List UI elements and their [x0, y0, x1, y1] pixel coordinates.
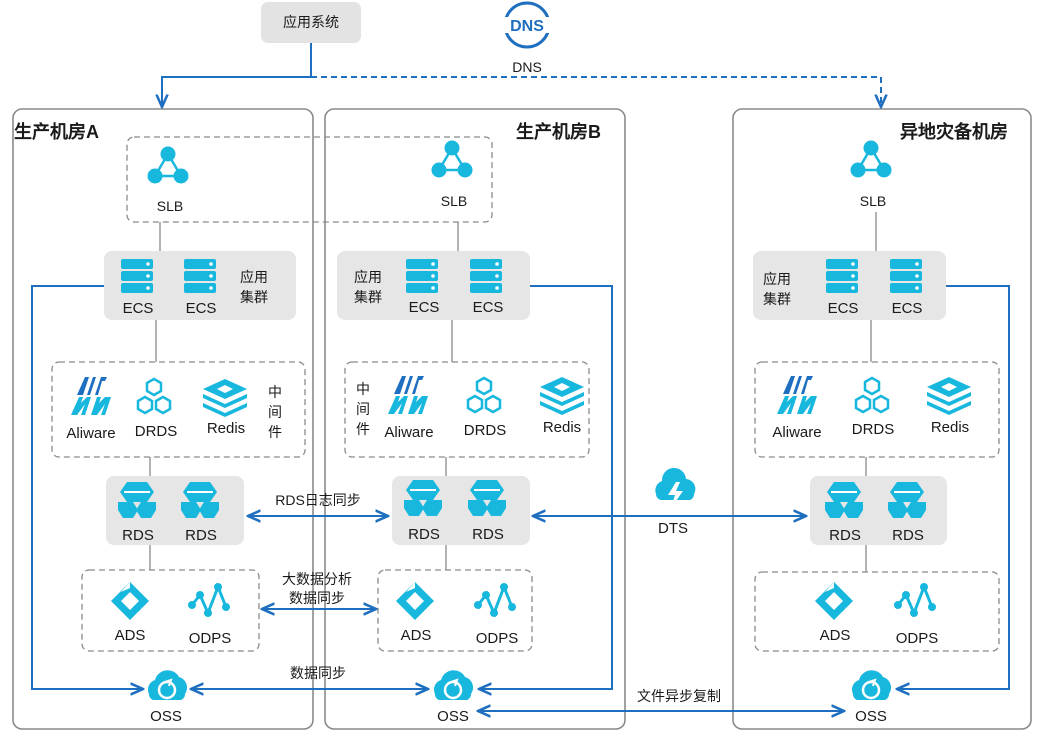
bigdata-box-a [81, 569, 260, 652]
app-system-box [261, 2, 361, 43]
odps-a-label: ODPS [189, 630, 232, 647]
redis-b-label: Redis [543, 419, 581, 436]
bigdata-box-c [754, 571, 1000, 652]
ecs-b-to-oss-link [479, 285, 613, 689]
app-cluster-c-1: 应用 [763, 271, 791, 287]
ecs-a1-icon [121, 259, 153, 293]
aliware-c-label: Aliware [772, 424, 821, 441]
oss-data-sync-label: 数据同步 [290, 665, 346, 681]
drds-a-label: DRDS [135, 423, 178, 440]
oss-c-label: OSS [855, 708, 887, 725]
mid-b-2: 间 [356, 401, 370, 417]
room-a-title: 生产机房A [14, 121, 99, 142]
mid-b-1: 中 [356, 381, 370, 397]
ecs-b2-icon [470, 259, 502, 293]
dns-label: DNS [512, 59, 542, 75]
ecs-a2-icon [184, 259, 216, 293]
middleware-box-b [344, 361, 590, 458]
ecs-b1-icon [406, 259, 438, 293]
mid-a-1: 中 [268, 384, 282, 400]
room-c-title: 异地灾备机房 [900, 121, 1008, 142]
dts-label: DTS [658, 520, 688, 537]
oss-a-label: OSS [150, 708, 182, 725]
app-system-label: 应用系统 [283, 14, 339, 30]
file-async-label: 文件异步复制 [637, 688, 721, 704]
slb-b-label: SLB [441, 193, 467, 209]
rds-a2-label: RDS [185, 527, 217, 544]
rds-c2-label: RDS [892, 527, 924, 544]
ecs-a1-label: ECS [123, 300, 154, 317]
redis-c-label: Redis [931, 419, 969, 436]
app-cluster-a-1: 应用 [240, 269, 268, 285]
aliware-b-label: Aliware [384, 424, 433, 441]
drds-b-label: DRDS [464, 422, 507, 439]
app-cluster-a-2: 集群 [240, 289, 268, 305]
room-b-title: 生产机房B [516, 121, 601, 142]
ecs-c2-icon [890, 259, 922, 293]
dns-icon: DNS [500, 1, 554, 49]
odps-c-label: ODPS [896, 630, 939, 647]
rds-b2-label: RDS [472, 526, 504, 543]
drds-c-label: DRDS [852, 421, 895, 438]
app-to-room-a-link [162, 43, 312, 107]
ads-c-label: ADS [820, 627, 851, 644]
rds-log-sync-label: RDS日志同步 [275, 492, 361, 508]
odps-b-label: ODPS [476, 630, 519, 647]
dns-logo-text: DNS [510, 18, 544, 35]
middleware-box-a [51, 361, 306, 458]
ecs-c1-label: ECS [828, 300, 859, 317]
rds-c1-label: RDS [829, 527, 861, 544]
rds-b1-label: RDS [408, 526, 440, 543]
ecs-b1-label: ECS [409, 299, 440, 316]
ads-a-label: ADS [115, 627, 146, 644]
ecs-c2-label: ECS [892, 300, 923, 317]
ads-b-label: ADS [401, 627, 432, 644]
app-cluster-c-2: 集群 [763, 291, 791, 307]
ecs-c1-icon [826, 259, 858, 293]
bigdata-box-b [377, 569, 533, 652]
middleware-box-c [754, 361, 1000, 458]
ecs-a2-label: ECS [186, 300, 217, 317]
bigdata-sync-label-1: 大数据分析 [282, 571, 352, 587]
slb-shared-box [126, 136, 493, 223]
dts-icon [655, 467, 696, 508]
oss-b-label: OSS [437, 708, 469, 725]
redis-a-label: Redis [207, 420, 245, 437]
rds-a1-label: RDS [122, 527, 154, 544]
slb-c-label: SLB [860, 193, 886, 209]
mid-a-3: 件 [268, 424, 282, 440]
ecs-b2-label: ECS [473, 299, 504, 316]
mid-a-2: 间 [268, 404, 282, 420]
app-cluster-b-1: 应用 [354, 269, 382, 285]
dns-to-dr-link [311, 76, 881, 107]
ecs-a-to-oss-link [31, 285, 143, 689]
app-cluster-b-2: 集群 [354, 289, 382, 305]
mid-b-3: 件 [356, 421, 370, 437]
slb-a-label: SLB [157, 198, 183, 214]
bigdata-sync-label-2: 数据同步 [289, 590, 345, 606]
ecs-c-to-oss-link [897, 285, 1010, 689]
aliware-a-label: Aliware [66, 425, 115, 442]
